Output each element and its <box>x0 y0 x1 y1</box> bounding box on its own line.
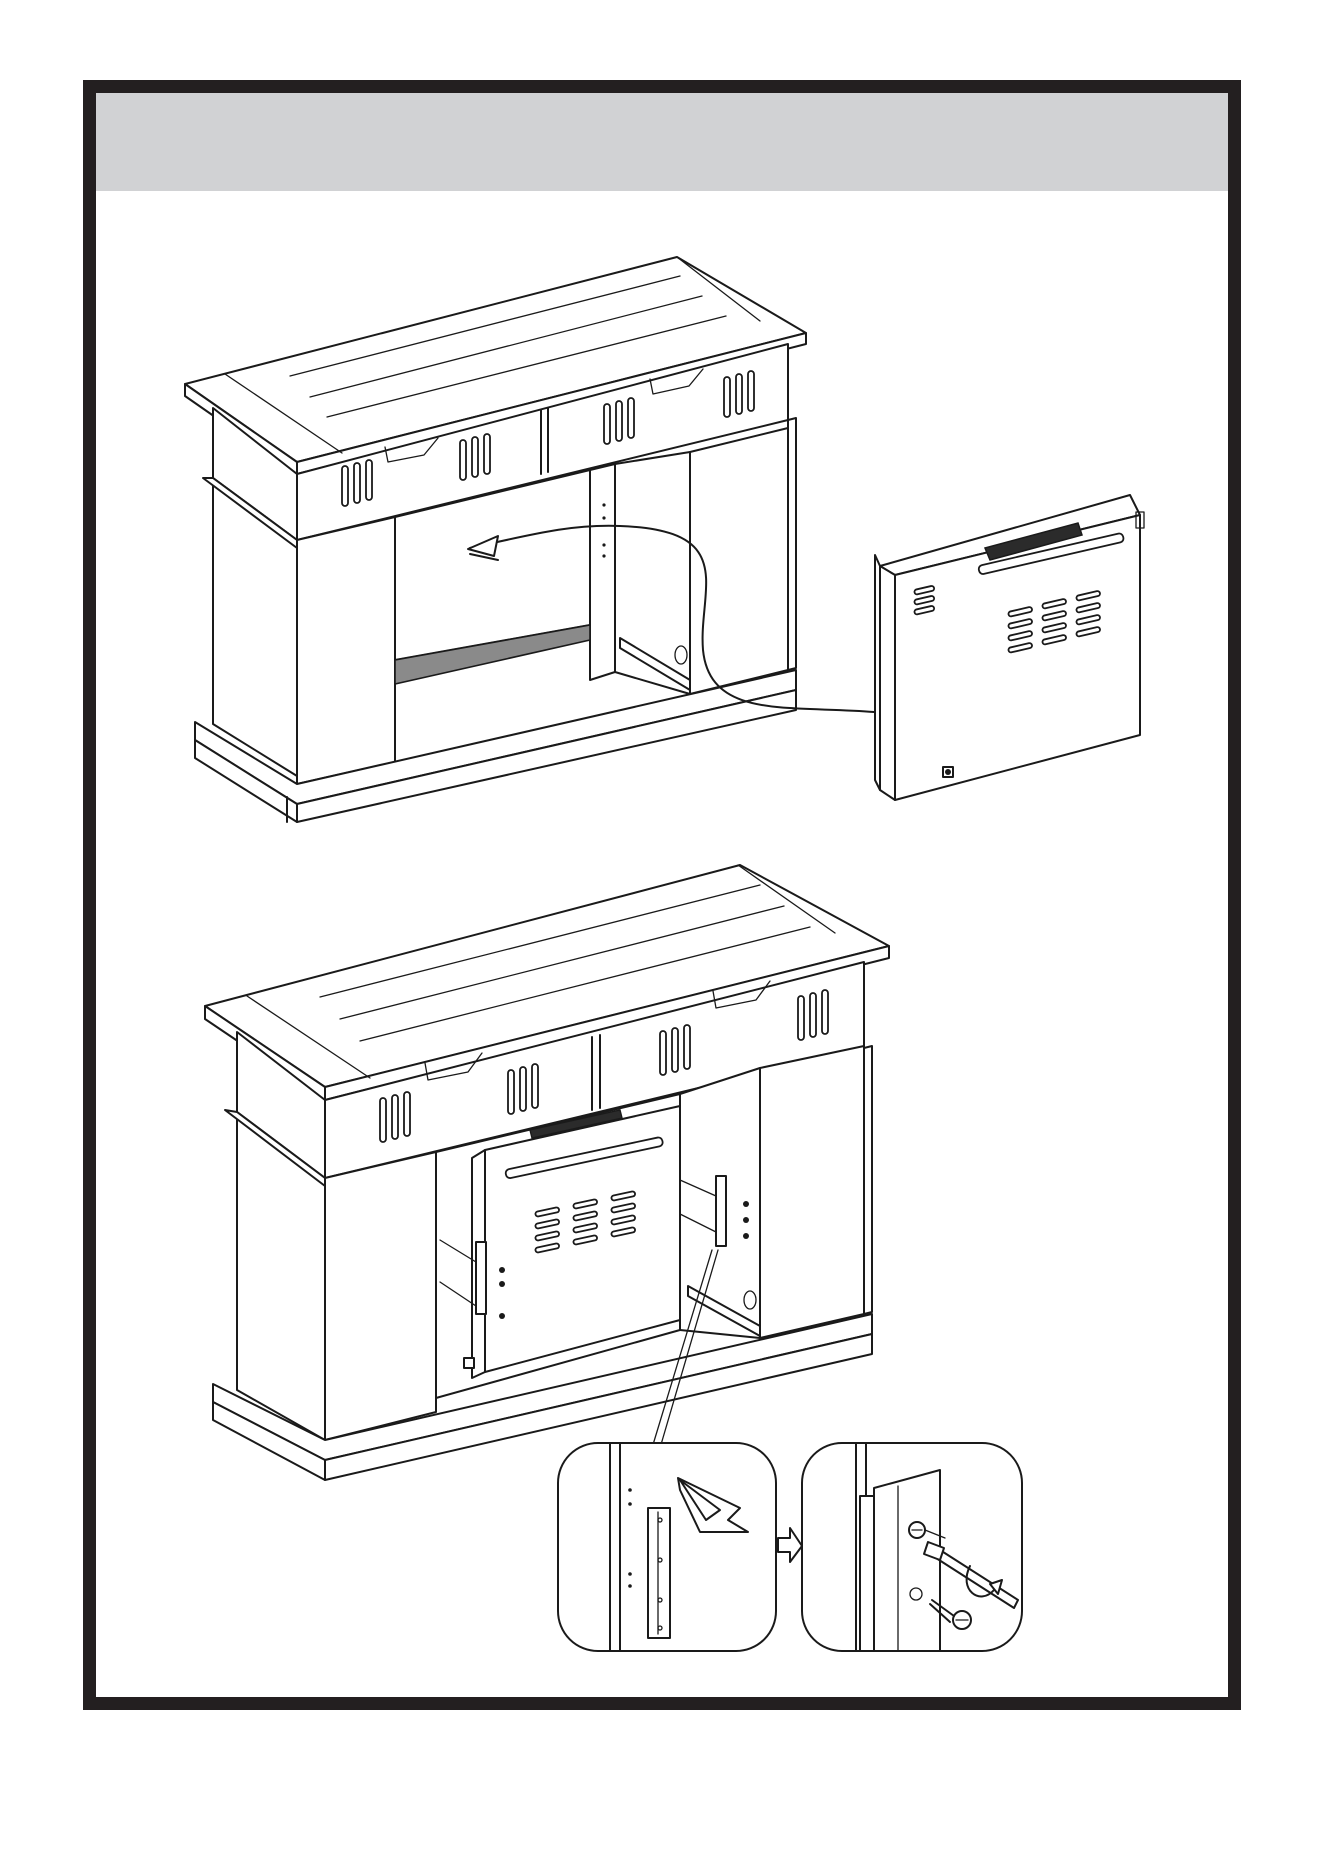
next-step-arrow <box>778 1528 802 1562</box>
firebox-unit <box>875 495 1144 800</box>
mantel-illustration-top <box>185 257 874 822</box>
detail-bracket-insert <box>558 1443 776 1651</box>
mantel-illustration-bottom <box>205 865 889 1480</box>
detail-bracket-screw <box>802 1443 1022 1651</box>
